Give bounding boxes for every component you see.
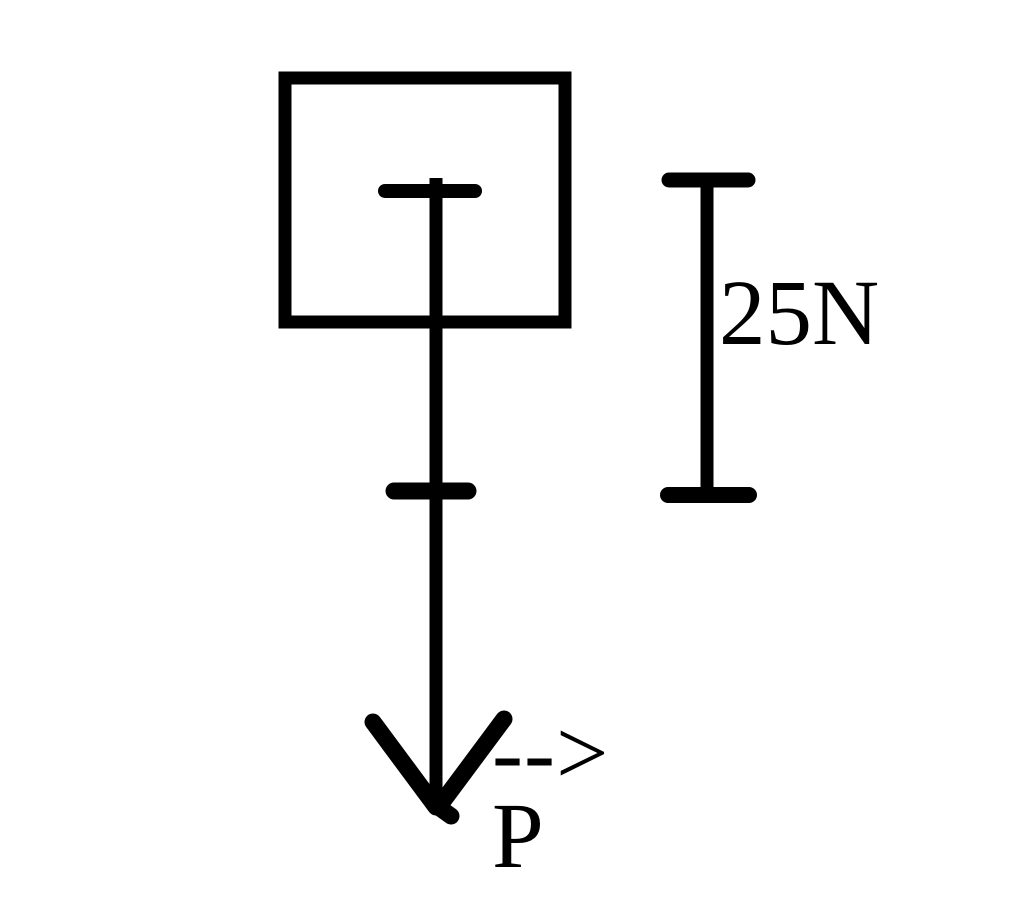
- arrowhead-tip: [428, 797, 460, 825]
- scale-value-label: 25N: [719, 262, 880, 365]
- force-label: P: [492, 785, 544, 888]
- dashed-pointer-arrow: -->: [492, 702, 610, 805]
- arrowhead-left-wing: [364, 713, 445, 816]
- arrowhead-right-wing: [434, 710, 513, 810]
- block-square-outline: [278, 71, 572, 329]
